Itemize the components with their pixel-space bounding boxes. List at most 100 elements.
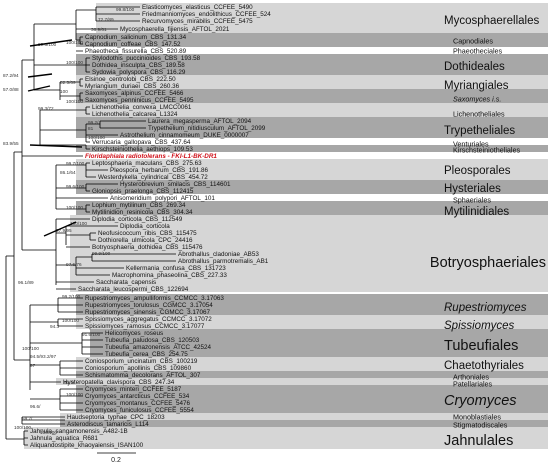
taxon-label: Lichenothelia_calcarea_L1324	[92, 111, 178, 118]
taxon-label: Saxomyces_penninicus_CCFEE_5495	[85, 97, 194, 104]
support-value: 100/100	[66, 205, 83, 210]
taxon-label: Dothiorella_ulmicola_CPC_24416	[98, 237, 193, 244]
band-myriangiales	[76, 75, 548, 89]
support-value: 99.9/100	[92, 251, 111, 256]
backbone-upper	[13, 151, 30, 361]
capnodiales-branches	[33, 6, 140, 91]
taxon-label-highlighted: Floridaphiala radiotolerans - FKI-L1-BK-…	[85, 153, 217, 160]
taxon-label: Capnodium_coffeae_CBS_147.52	[85, 41, 181, 48]
clade-label: Capnodiales	[453, 37, 493, 46]
clade-label: Myriangiales	[444, 80, 509, 92]
myriangiales-branches	[59, 78, 83, 101]
support-value: 82.5/69	[60, 80, 76, 85]
arrow-kirsch	[29, 144, 83, 148]
taxon-label: Botryosphaeria_dothidea_CBS_115476	[92, 244, 203, 251]
taxon-label: Rupestriomyces_ampulliformis_CCMCC_3.170…	[85, 295, 224, 302]
clade-label: Pleosporales	[444, 165, 511, 177]
taxon-label: Saxomyces_alpinus_CCFEE_5466	[85, 90, 184, 97]
support-value: 59.7/	[22, 416, 33, 421]
taxon-label: Neofusicoccum_ribis_CBS_115475	[98, 230, 197, 237]
scale-bar: 0.2	[97, 452, 136, 464]
clade-label: Arthoniales	[453, 373, 489, 382]
taxon-label: Spissiomyces_aggregatus_CCMCC_3.17072	[85, 316, 212, 323]
clade-label: Sphaeriales	[453, 196, 491, 205]
support-value: 100/100	[66, 40, 83, 45]
band-botryosphaeriales	[70, 215, 548, 292]
clade-label: Kirschsteiniotheliales	[453, 146, 521, 155]
taxon-label: Capnodium_salicinum_CBS_131.34	[85, 34, 187, 41]
taxon-label: Cryomyces_minteri_CCFEE_5187	[85, 386, 182, 393]
taxon-label: Gloniopsis_praelonga_CBS_112415	[92, 188, 194, 195]
taxon-label: Dothidea_insculpta_CBS_189.58	[92, 62, 185, 69]
taxon-label: Laurera_megasperma_AFTOL_2094	[148, 118, 252, 125]
taxon-label: Tubeufia_paludosa_CBS_120503	[105, 337, 200, 344]
support-value: 96.1/89	[18, 280, 34, 285]
support-value: 83.9/55	[3, 141, 19, 146]
taxon-label: Saccharata_leucospermi_CBS_122694	[78, 286, 189, 293]
band-chaetothyriales	[76, 357, 548, 371]
taxon-label: Verrucaria_gallopava_CBS_437.64	[92, 139, 191, 146]
taxon-label: Friedmanniomyces_endolithicus_CCFEE_524	[142, 11, 271, 18]
taxon-label: Coniosporium_apollinis_CBS_109860	[85, 365, 192, 372]
band-tubeufiales	[90, 329, 548, 357]
support-value: 36.9/61	[91, 27, 107, 32]
support-value: 91.6/100	[82, 332, 101, 337]
taxon-label: Anisomeridium_polypori_AFTOL_101	[110, 195, 215, 202]
arrow-capnodiales	[29, 39, 73, 47]
node-arrows	[27, 39, 83, 237]
clade-labels: MycosphaerellalesCapnodialesPhaeothecial…	[430, 15, 546, 449]
support-value: 100/100	[70, 221, 87, 226]
band-saxomyces	[76, 89, 548, 103]
support-value: 97.9/95	[56, 228, 72, 233]
support-value: 100/100	[66, 392, 83, 397]
clade-label: Patellariales	[453, 380, 493, 389]
taxon-label: Aliquandostipite_khaoyaiensis_ISAN100	[30, 442, 144, 449]
clade-label: Hysteriales	[444, 183, 501, 195]
support-value: 99.6/100	[66, 184, 85, 189]
taxon-label: Mytilinidion_resinicola_CBS_304.34	[92, 209, 193, 216]
band-monoblastiales	[60, 413, 548, 420]
support-value: 81	[88, 126, 94, 131]
taxon-label: Astrothelium_cinnamomeum_DUKE_0000007	[120, 132, 249, 139]
taxon-label: Westerdykella_cylindrical_CBS_454.72	[98, 174, 208, 181]
botryosphaeriales-branches	[55, 218, 176, 290]
clade-label: Saxomyces i.s.	[453, 95, 501, 104]
taxon-label: Rupestriomyces_sinensis_CGMCC_3.17067	[85, 309, 210, 316]
jahnulales-branches	[23, 430, 28, 446]
taxon-label: Asterodiscus_tamaricis_L114	[67, 421, 149, 428]
tubeufiales-branches	[29, 297, 103, 390]
support-value: 87.2/94	[3, 73, 19, 78]
support-value: 99.8/100	[116, 7, 135, 12]
taxon-label: Stylodothis_puccinioides_CBS_193.58	[92, 55, 201, 62]
taxon-label: Saccharata_capensis	[96, 279, 156, 286]
backbone-dothideomycetes	[21, 59, 56, 251]
taxon-label: Tubeufia_amazonensis_ATCC_42524	[105, 344, 212, 351]
support-value: 100/100	[14, 425, 31, 430]
taxon-label: Jahnula_aquatica_R681	[30, 435, 98, 442]
support-value: 99.6/100	[38, 42, 57, 47]
taxon-label: Myriangium_duriaei_CBS_260.36	[85, 83, 180, 90]
taxon-label: Cryomyces_funiculosus_CCFEE_5554	[85, 407, 194, 414]
taxon-label: Trypethelium_nitidiusculum_AFTOL_2099	[148, 125, 266, 132]
band-mycosphaerellales	[96, 3, 548, 33]
clade-label: Dothideales	[444, 61, 505, 73]
taxon-label: Leptosphaeria_maculans_CBS_275.63	[92, 160, 202, 167]
support-value: 94.3	[50, 324, 60, 329]
support-value: 100/100	[22, 346, 39, 351]
support-value: 100/100	[62, 318, 79, 323]
clade-label: Botryosphaeriales	[430, 255, 546, 271]
taxon-label: Hysteropatella_clavispora_CBS_247.34	[63, 379, 175, 386]
clade-label: Mycosphaerellales	[444, 15, 539, 27]
support-value: 100	[60, 89, 68, 94]
taxon-label: Macrophomina_phaseolina_CBS_227.33	[112, 272, 227, 279]
band-patellariales	[56, 378, 548, 385]
taxon-label: Jahnula_sangamonensis_A482-1B	[30, 428, 128, 435]
taxon-label: Lichenothelia_convexa_LMCC0061	[92, 104, 192, 111]
taxon-label: Kellermania_confusa_CBS_131723	[126, 265, 226, 272]
band-jahnulales	[24, 427, 548, 449]
support-value: 97.6/76	[66, 262, 82, 267]
band-arthoniales	[76, 371, 548, 378]
band-lichenotheliales	[76, 103, 548, 117]
support-value: 99.3/72	[38, 106, 54, 111]
